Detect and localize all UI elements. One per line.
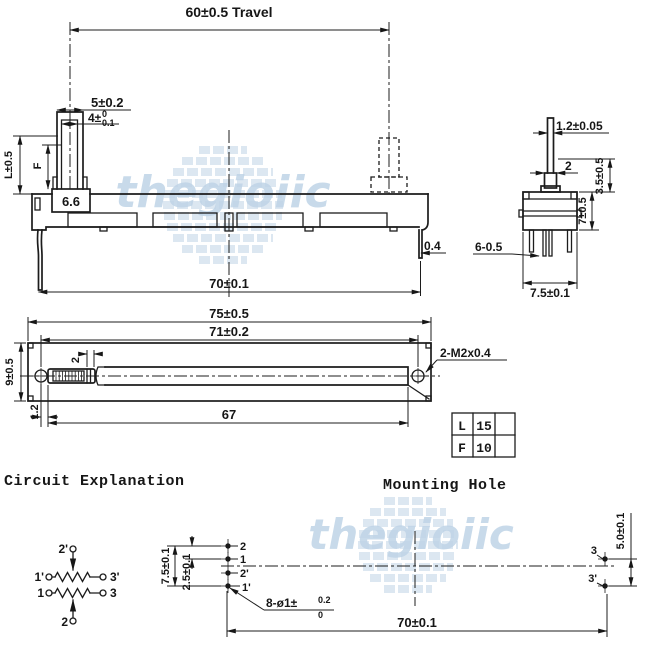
table-f-label: F [458,441,466,456]
terminal-2-prime: 2' [58,542,68,556]
hole-label-3-prime: 3' [588,573,597,585]
dim-pin-note: 6-0.5 [475,240,503,254]
dim-row-span: 7.5±0.1 [160,548,172,585]
table-l-value: 15 [476,419,492,434]
terminal-3-prime: 3' [110,570,120,584]
dim-height-f: F [32,162,44,169]
hole-label-1: 1 [240,554,246,566]
mounting-section-title: Mounting Hole [383,477,507,494]
dim-base-width: 6.6 [62,194,80,209]
circuit-section-title: Circuit Explanation [4,473,185,490]
terminal-1: 1 [37,586,44,600]
terminal-1-prime: 1' [34,570,44,584]
dim-hole-span: 71±0.2 [209,324,249,339]
dim-hole-note-sup: 0.2 [318,595,331,605]
dim-hole-note: 8-ø1± [266,596,298,610]
end-view-dimensions: 1.2±0.05 2 3.5±0.5 7±0.5 6-0.5 7.5±0.1 [473,119,615,300]
watermark-text: thegioiic [115,167,330,218]
potentiometer-body [31,193,429,291]
watermark-globe-bottom: thegioiic [308,497,514,593]
top-view-part [27,342,432,402]
side-view: 60±0.5 Travel 5±0.2 4± 0 0.1 L±0.5 F 6.6… [3,4,446,300]
mounting-screw-hole-left [33,368,49,384]
dim-travel: 60±0.5 Travel [185,4,272,20]
dim-knob-width: 2 [70,357,82,363]
side-view-dimensions: 60±0.5 Travel 5±0.2 4± 0 0.1 L±0.5 F 6.6… [3,4,446,296]
dim-foot-thickness: 0.4 [424,239,441,253]
table-f-value: 10 [476,441,492,456]
watermark-globe-top: thegioiic [115,146,331,264]
dim-shaft-inner-sub: 0.1 [102,118,115,128]
dim-shaft-inner-sup: 0 [102,109,107,119]
dim-slot-length: 67 [222,407,236,422]
dim-pin-span: 70±0.1 [209,276,249,291]
pin-holes-left [221,539,240,593]
dim-lever-width: 2 [565,159,572,173]
slider-shaft [51,111,91,213]
mounting-hole-diagram: 2 1 2' 1' 7.5±0.1 2.5±0.1 8-ø1± 0.2 0 70… [160,513,637,637]
end-view: 1.2±0.05 2 3.5±0.5 7±0.5 6-0.5 7.5±0.1 [473,117,615,300]
table-l-label: L [458,419,466,434]
dim-overall-length: 75±0.5 [209,306,249,321]
dim-shaft-inner: 4± [88,111,102,125]
top-view-dimensions: 75±0.5 71±0.2 9±0.5 2 1.2 67 2-M2x0.4 [4,306,507,427]
dim-body-height: 7±0.5 [577,197,589,224]
dim-hole-note-sub: 0 [318,610,323,620]
phantom-slider [370,137,408,193]
top-view: 75±0.5 71±0.2 9±0.5 2 1.2 67 2-M2x0.4 [4,306,507,427]
hole-label-2: 2 [240,541,246,553]
terminal-3: 3 [110,586,117,600]
dim-gang-span: 5.0±0.1 [615,513,627,550]
dim-lever-height: 3.5±0.5 [594,158,606,195]
circuit-diagram: 2' 1' 3' 1 3 2 [34,542,119,629]
pin-holes-right [596,552,612,593]
dim-knob-offset: 1.2 [29,404,41,419]
dim-body-width-top: 9±0.5 [4,358,16,385]
dim-height-l: L±0.5 [3,151,15,179]
dim-lever-thickness: 1.2±0.05 [556,119,603,133]
end-view-part [518,117,582,257]
dim-body-width: 7.5±0.1 [530,286,570,300]
terminal-2: 2 [61,615,68,629]
hole-label-3: 3 [591,545,597,557]
dim-thread-note: 2-M2x0.4 [440,346,491,360]
dim-mounting-length: 70±0.1 [397,615,437,630]
dim-shaft-outer: 5±0.2 [91,95,123,110]
watermark-text: thegioiic [308,510,514,559]
hole-label-2-prime: 2' [240,568,249,580]
dim-pin-pitch: 2.5±0.1 [181,554,193,591]
mounting-screw-hole-right [410,368,426,384]
spec-table: L 15 F 10 [451,412,516,458]
hole-label-1-prime: 1' [242,582,251,594]
